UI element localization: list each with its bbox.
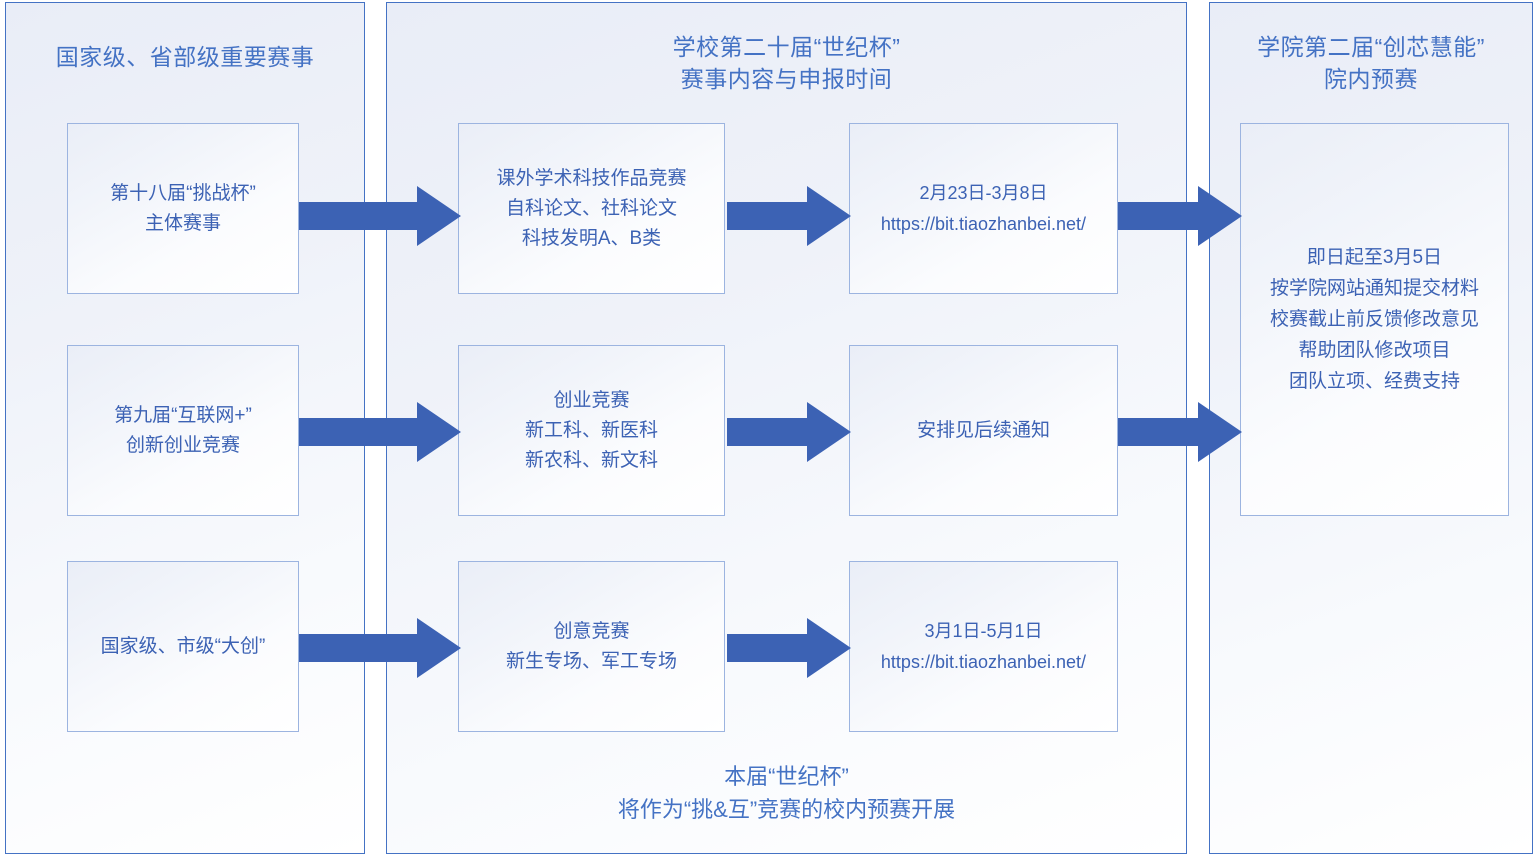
- panel-right-title: 学院第二届“创芯慧能” 院内预赛: [1257, 34, 1485, 92]
- panel-left-title: 国家级、省部级重要赛事: [55, 44, 315, 70]
- arrow-c2-to-d1-icon: [1118, 402, 1242, 462]
- arrow-a3-to-b3-icon: [299, 618, 461, 678]
- node-college-prelim-details[interactable]: 即日起至3月5日 按学院网站通知提交材料 校赛截止前反馈修改意见 帮助团队修改项…: [1240, 123, 1509, 516]
- arrow-b3-to-c3-icon: [727, 618, 851, 678]
- arrow-b2-to-c2-icon: [727, 402, 851, 462]
- node-entrepreneurship-contest[interactable]: 创业竞赛 新工科、新医科 新农科、新文科: [458, 345, 725, 516]
- node-academic-tech-works[interactable]: 课外学术科技作品竞赛 自科论文、社科论文 科技发明A、B类: [458, 123, 725, 294]
- node-creative-contest[interactable]: 创意竞赛 新生专场、军工专场: [458, 561, 725, 732]
- arrow-a2-to-b2-icon: [299, 402, 461, 462]
- node-schedule-row1[interactable]: 2月23日-3月8日 https://bit.tiaozhanbei.net/: [849, 123, 1118, 294]
- node-challenge-cup[interactable]: 第十八届“挑战杯” 主体赛事: [67, 123, 299, 294]
- arrow-c1-to-d1-icon: [1118, 186, 1242, 246]
- panel-middle-title: 学校第二十届“世纪杯” 赛事内容与申报时间: [672, 34, 901, 92]
- arrow-a1-to-b1-icon: [299, 186, 461, 246]
- node-schedule-row2[interactable]: 安排见后续通知: [849, 345, 1118, 516]
- arrow-b1-to-c1-icon: [727, 186, 851, 246]
- footer-note: 本届“世纪杯” 将作为“挑&互”竞赛的校内预赛开展: [617, 764, 956, 822]
- node-internet-plus[interactable]: 第九届“互联网+” 创新创业竞赛: [67, 345, 299, 516]
- node-dachuang[interactable]: 国家级、市级“大创”: [67, 561, 299, 732]
- node-schedule-row3[interactable]: 3月1日-5月1日 https://bit.tiaozhanbei.net/: [849, 561, 1118, 732]
